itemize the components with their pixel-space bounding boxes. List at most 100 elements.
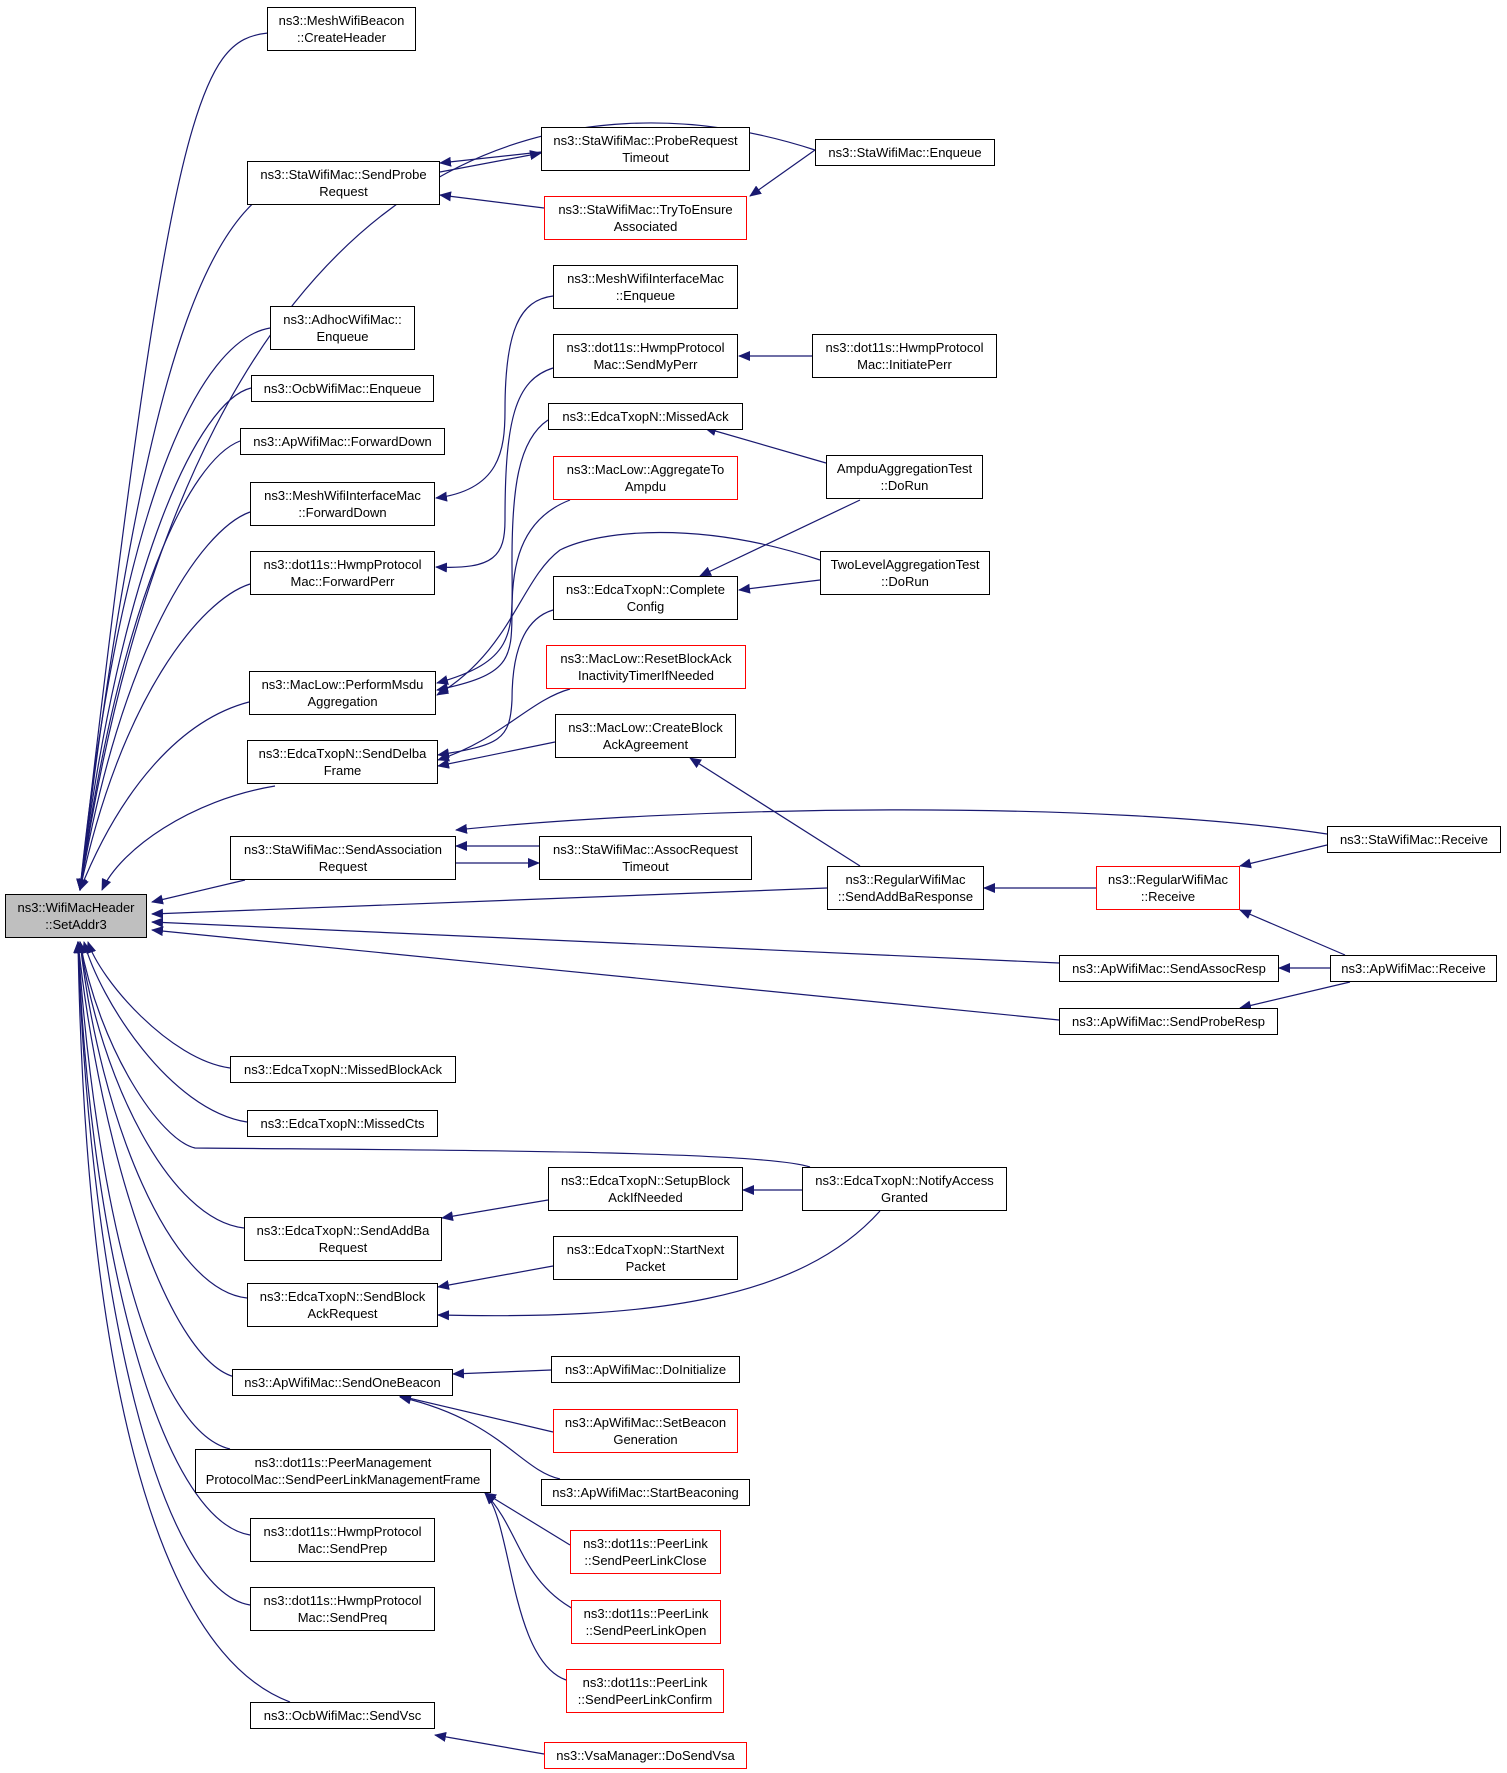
node-ocbwifimac-sendvsc[interactable]: ns3::OcbWifiMac::SendVsc — [250, 1702, 435, 1729]
edge-ml_pma — [79, 701, 250, 891]
edge-vsa_svsc — [434, 1731, 545, 1755]
edge-etx_cc_sdf — [437, 609, 554, 759]
edge-hwmp_smp_fp — [435, 367, 554, 573]
edge-ml_ata_pma — [436, 499, 571, 693]
edge-hwmp_fp — [77, 583, 251, 891]
edge-mwim_fd — [76, 511, 251, 891]
node-ampduaggregationtest-dorun[interactable]: AmpduAggregationTest::DoRun — [826, 455, 983, 499]
edge-rwm_saba_root — [151, 887, 828, 919]
edge-ml_rba_sdf — [437, 688, 571, 762]
node-apwifimac-forwarddown[interactable]: ns3::ApWifiMac::ForwardDown — [240, 428, 445, 455]
edge-sbg_sob — [399, 1393, 554, 1433]
edge-mwb_ch — [76, 32, 269, 891]
node-apwifimac-sendonebeacon[interactable]: ns3::ApWifiMac::SendOneBeacon — [232, 1369, 453, 1396]
node-meshwifiinterfacemac-enqueue[interactable]: ns3::MeshWifiInterfaceMac::Enqueue — [553, 265, 738, 309]
edge-pl_open_pmp — [484, 1492, 576, 1611]
node-peerlink-sendpeerlinkclose[interactable]: ns3::dot11s::PeerLink::SendPeerLinkClose — [570, 1530, 721, 1574]
node-regularwifimac-receive[interactable]: ns3::RegularWifiMac::Receive — [1096, 866, 1240, 910]
node-apwifimac-doinitialize[interactable]: ns3::ApWifiMac::DoInitialize — [551, 1356, 740, 1383]
edge-nag_sbar — [437, 1210, 881, 1321]
edge-etx_saba — [76, 941, 245, 1229]
edge-sta_sar — [151, 879, 246, 905]
edge-hwmp_sprep — [73, 941, 251, 1536]
node-vsamanager-dosendvsa[interactable]: ns3::VsaManager::DoSendVsa — [544, 1742, 747, 1769]
edge-pmp_spl — [73, 941, 231, 1450]
edge-ampdu_cc — [699, 499, 861, 577]
node-peerlink-sendpeerlinkconfirm[interactable]: ns3::dot11s::PeerLink::SendPeerLinkConfi… — [566, 1669, 724, 1713]
node-edcatxopn-missedblockack[interactable]: ns3::EdcaTxopN::MissedBlockAck — [230, 1056, 456, 1083]
node-stawifimac-receive[interactable]: ns3::StaWifiMac::Receive — [1327, 826, 1501, 853]
edge-sta_rcv_rwm — [1239, 844, 1328, 869]
edge-etx_nag_root — [77, 941, 811, 1168]
node-stawifimac-enqueue[interactable]: ns3::StaWifiMac::Enqueue — [815, 139, 995, 166]
node-meshwifiinterfacemac-forwarddown[interactable]: ns3::MeshWifiInterfaceMac::ForwardDown — [250, 482, 435, 526]
edge-sta_prt_spr — [439, 151, 542, 167]
edge-etx_mba — [86, 941, 231, 1069]
edge-etx_mack_pma — [436, 419, 549, 685]
edge-ampdu_mack — [704, 426, 827, 464]
node-ocbwifimac-enqueue[interactable]: ns3::OcbWifiMac::Enqueue — [251, 375, 434, 402]
edge-rwm_saba_cba — [689, 757, 861, 867]
edge-sbc_sob — [399, 1394, 561, 1480]
node-apwifimac-startbeaconing[interactable]: ns3::ApWifiMac::StartBeaconing — [541, 1479, 750, 1506]
edge-ap_sob — [74, 941, 241, 1379]
edge-sbai_saba — [441, 1199, 549, 1222]
node-twolevelaggregationtest-dorun[interactable]: TwoLevelAggregationTest::DoRun — [820, 551, 990, 595]
edge-ml_cba_sdf — [437, 741, 556, 769]
edge-pl_close_pmp — [484, 1492, 571, 1546]
edge-ap_fd — [76, 440, 241, 891]
node-meshwifibeacon-createheader[interactable]: ns3::MeshWifiBeacon::CreateHeader — [267, 7, 416, 51]
edge-ocb_enq — [76, 387, 252, 891]
edge-sta_enq_tta — [749, 149, 816, 197]
node-peerlink-sendpeerlinkopen[interactable]: ns3::dot11s::PeerLink::SendPeerLinkOpen — [571, 1600, 721, 1644]
edge-doi_sob — [452, 1368, 552, 1379]
edge-tla_cc — [738, 579, 821, 594]
node-apwifimac-receive[interactable]: ns3::ApWifiMac::Receive — [1330, 955, 1497, 982]
node-apwifimac-sendproberesp[interactable]: ns3::ApWifiMac::SendProbeResp — [1059, 1008, 1278, 1035]
edge-sta_tta_spr — [439, 191, 545, 209]
edge-etx_sdf — [101, 785, 276, 891]
edge-tla_pma — [436, 531, 821, 696]
edge-adhoc — [76, 327, 271, 891]
edge-mwim_enq_fd — [435, 295, 554, 502]
node-edcatxopn-missedack[interactable]: ns3::EdcaTxopN::MissedAck — [548, 403, 743, 430]
node-apwifimac-sendassocresp[interactable]: ns3::ApWifiMac::SendAssocResp — [1059, 955, 1279, 982]
edge-ap_sar_root — [151, 917, 1060, 964]
edge-hwmp_spreq — [73, 941, 251, 1606]
node-edcatxopn-missedcts[interactable]: ns3::EdcaTxopN::MissedCts — [247, 1110, 438, 1137]
edge-snp_sbar — [437, 1265, 554, 1290]
edge-ap_rcv_spr — [1239, 981, 1351, 1011]
edge-ocb_svsc — [73, 941, 291, 1703]
node-adhocwifimac-enqueue[interactable]: ns3::AdhocWifiMac::Enqueue — [270, 306, 415, 350]
edge-ap_spr_root — [151, 926, 1060, 1021]
node-regularwifimac-sendaddbaresponse[interactable]: ns3::RegularWifiMac::SendAddBaResponse — [827, 866, 984, 910]
edge-spr_sta_prt — [439, 150, 542, 173]
edge-pl_conf_pmp — [484, 1492, 567, 1681]
edge-ap_rcv_rwm — [1239, 909, 1346, 956]
